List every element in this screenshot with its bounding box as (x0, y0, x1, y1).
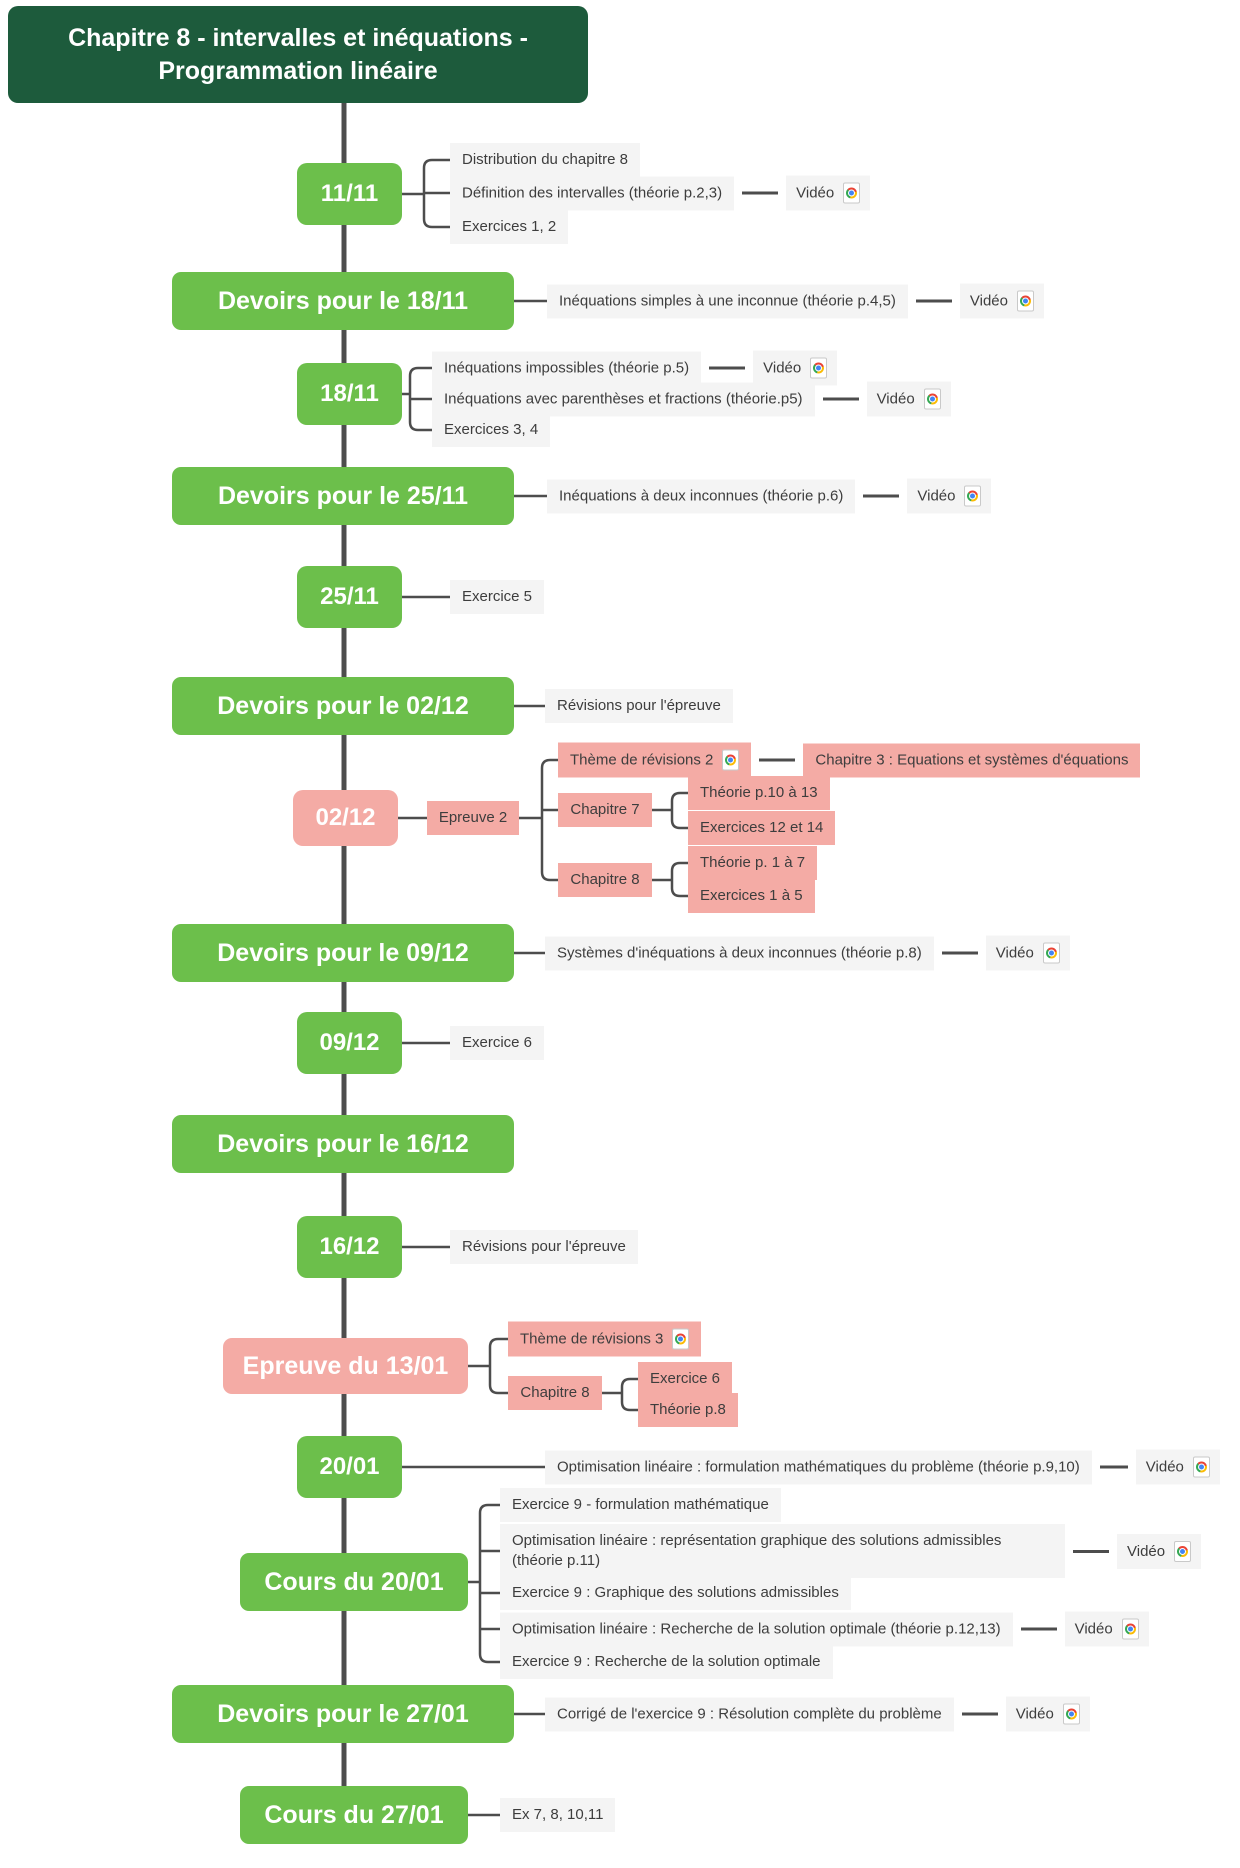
task-leaf[interactable]: Inéquations avec parenthèses et fraction… (432, 382, 815, 416)
task-leaf[interactable]: Exercice 9 : Recherche de la solution op… (500, 1645, 833, 1679)
node-devoirs-27-01[interactable]: Devoirs pour le 27/01 (172, 1685, 514, 1743)
exam-leaf[interactable]: Théorie p.10 à 13 (688, 776, 830, 810)
video-favicon-icon (1062, 1703, 1080, 1725)
connector-line (759, 758, 796, 762)
video-link[interactable]: Vidéo (1064, 1611, 1149, 1647)
connector-line (961, 1712, 998, 1716)
task-leaf[interactable]: Exercice 9 - formulation mathématique (500, 1488, 781, 1522)
exam-node-chapitre-8[interactable]: Chapitre 8 (558, 863, 652, 897)
title-line-2: Programmation linéaire (158, 56, 438, 85)
exam-leaf[interactable]: Théorie p. 1 à 7 (688, 846, 818, 880)
node-date-02-12[interactable]: 02/12 (293, 790, 398, 846)
exam-theme-label: Thème de révisions 3 (520, 1330, 664, 1347)
video-label: Vidéo (995, 944, 1034, 962)
video-favicon-icon (810, 357, 828, 379)
node-date-09-12[interactable]: 09/12 (297, 1012, 402, 1074)
video-link[interactable]: Vidéo (753, 350, 838, 386)
task-leaf[interactable]: Définition des intervalles (théorie p.2,… (450, 176, 735, 210)
task-leaf[interactable]: Exercice 9 : Graphique des solutions adm… (500, 1576, 851, 1610)
task-leaf[interactable]: Ex 7, 8, 10,11 (500, 1798, 616, 1832)
video-link[interactable]: Vidéo (959, 283, 1044, 319)
task-leaf[interactable]: Optimisation linéaire : formulation math… (545, 1450, 1092, 1484)
exam-theme-target-leaf[interactable]: Chapitre 3 : Equations et systèmes d'équ… (803, 743, 1141, 777)
connector-line (709, 366, 746, 370)
exam-leaf[interactable]: Exercices 1 à 5 (688, 879, 815, 913)
connector-line (822, 397, 859, 401)
exam-theme-leaf[interactable]: Thème de révisions 2 (558, 742, 752, 778)
video-link[interactable]: Vidéo (1117, 1533, 1202, 1569)
node-cours-20-01[interactable]: Cours du 20/01 (240, 1553, 468, 1611)
node-devoirs-02-12[interactable]: Devoirs pour le 02/12 (172, 677, 514, 735)
task-leaf[interactable]: Inéquations impossibles (théorie p.5) (432, 351, 702, 385)
exam-leaf[interactable]: Exercices 12 et 14 (688, 811, 836, 845)
video-label: Vidéo (1127, 1542, 1166, 1560)
video-label: Vidéo (1145, 1458, 1184, 1476)
video-link[interactable]: Vidéo (985, 935, 1070, 971)
node-date-25-11[interactable]: 25/11 (297, 566, 402, 628)
title-line-1: Chapitre 8 - intervalles et inéquations … (68, 23, 528, 52)
doc-link-icon (672, 1328, 690, 1350)
video-label: Vidéo (917, 487, 956, 505)
video-label: Vidéo (969, 292, 1008, 310)
exam-theme-leaf[interactable]: Thème de révisions 3 (508, 1321, 702, 1357)
node-date-18-11[interactable]: 18/11 (297, 363, 402, 425)
connector-line (1073, 1549, 1109, 1553)
video-favicon-icon (1192, 1456, 1210, 1478)
video-link[interactable]: Vidéo (786, 175, 871, 211)
video-favicon-icon (923, 388, 941, 410)
task-leaf[interactable]: Exercice 6 (450, 1026, 545, 1060)
task-leaf[interactable]: Optimisation linéaire : représentation g… (500, 1524, 1065, 1578)
task-leaf[interactable]: Optimisation linéaire : Recherche de la … (500, 1612, 1013, 1646)
task-leaf[interactable]: Exercices 1, 2 (450, 210, 569, 244)
task-leaf[interactable]: Exercices 3, 4 (432, 413, 551, 447)
task-leaf[interactable]: Révisions pour l'épreuve (545, 689, 733, 723)
video-link[interactable]: Vidéo (1135, 1449, 1220, 1485)
video-label: Vidéo (1074, 1620, 1113, 1638)
exam-leaf[interactable]: Théorie p.8 (638, 1393, 738, 1427)
node-devoirs-16-12[interactable]: Devoirs pour le 16/12 (172, 1115, 514, 1173)
video-favicon-icon (1121, 1618, 1139, 1640)
task-leaf[interactable]: Distribution du chapitre 8 (450, 143, 640, 177)
task-leaf[interactable]: Systèmes d'inéquations à deux inconnues … (545, 936, 934, 970)
node-devoirs-25-11[interactable]: Devoirs pour le 25/11 (172, 467, 514, 525)
connector-line (863, 494, 900, 498)
connector-line (1099, 1465, 1128, 1469)
exam-node-epreuve-2[interactable]: Epreuve 2 (427, 801, 519, 835)
exam-leaf[interactable]: Exercice 6 (638, 1362, 733, 1396)
video-label: Vidéo (763, 359, 802, 377)
task-leaf[interactable]: Exercice 5 (450, 580, 545, 614)
connector-line (1020, 1627, 1057, 1631)
video-label: Vidéo (796, 184, 835, 202)
video-favicon-icon (964, 485, 982, 507)
task-leaf[interactable]: Corrigé de l'exercice 9 : Résolution com… (545, 1697, 954, 1731)
node-epreuve-13-01[interactable]: Epreuve du 13/01 (223, 1338, 468, 1394)
node-date-16-12[interactable]: 16/12 (297, 1216, 402, 1278)
root-node-title[interactable]: Chapitre 8 - intervalles et inéquations … (8, 6, 588, 103)
node-devoirs-18-11[interactable]: Devoirs pour le 18/11 (172, 272, 514, 330)
exam-node-chapitre-8[interactable]: Chapitre 8 (508, 1376, 602, 1410)
video-label: Vidéo (1015, 1705, 1054, 1723)
doc-link-icon (722, 749, 740, 771)
video-link[interactable]: Vidéo (907, 478, 992, 514)
task-leaf[interactable]: Inéquations à deux inconnues (théorie p.… (547, 479, 856, 513)
video-favicon-icon (1042, 942, 1060, 964)
node-devoirs-09-12[interactable]: Devoirs pour le 09/12 (172, 924, 514, 982)
connector-line (742, 191, 779, 195)
video-favicon-icon (843, 182, 861, 204)
exam-theme-label: Thème de révisions 2 (570, 751, 714, 768)
video-favicon-icon (1016, 290, 1034, 312)
exam-node-chapitre-7[interactable]: Chapitre 7 (558, 793, 652, 827)
video-link[interactable]: Vidéo (866, 381, 951, 417)
video-label: Vidéo (876, 390, 915, 408)
video-link[interactable]: Vidéo (1005, 1696, 1090, 1732)
node-date-20-01[interactable]: 20/01 (297, 1436, 402, 1498)
connector-line (915, 299, 952, 303)
node-cours-27-01[interactable]: Cours du 27/01 (240, 1786, 468, 1844)
video-favicon-icon (1174, 1540, 1192, 1562)
connector-line (941, 951, 978, 955)
task-leaf[interactable]: Inéquations simples à une inconnue (théo… (547, 284, 908, 318)
task-leaf[interactable]: Révisions pour l'épreuve (450, 1230, 638, 1264)
node-date-11-11[interactable]: 11/11 (297, 163, 402, 225)
